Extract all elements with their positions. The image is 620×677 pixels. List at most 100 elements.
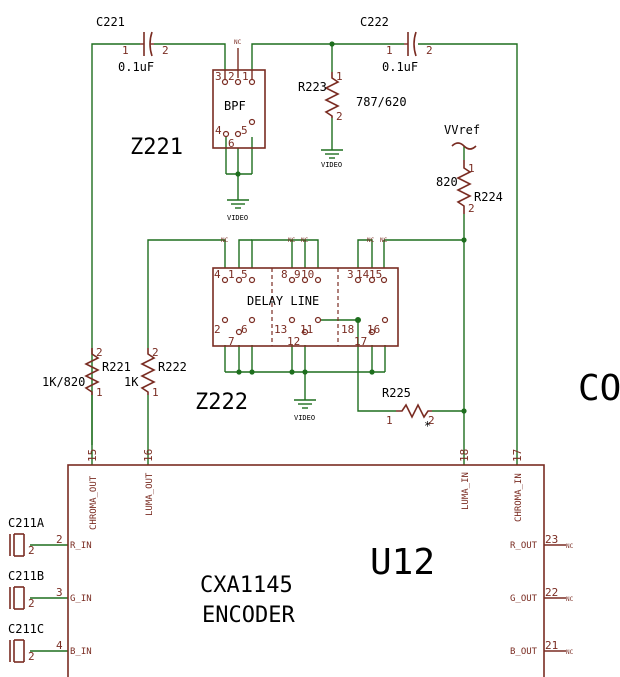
r221-ref: R221 bbox=[102, 360, 131, 374]
z222-pin: 15 bbox=[369, 268, 382, 281]
capacitor-c211c[interactable]: C211C 2 bbox=[8, 622, 44, 663]
video-net-label: VIDEO bbox=[227, 214, 248, 222]
u12-pin-name: B_IN bbox=[70, 647, 92, 657]
z222-pin: 12 bbox=[287, 335, 300, 348]
z222-ref: Z222 bbox=[195, 390, 248, 415]
r224-pin1: 1 bbox=[468, 162, 475, 175]
ground-video-z222: VIDEO bbox=[294, 399, 316, 422]
z222-pin: 11 bbox=[300, 323, 313, 336]
r225-mark: * bbox=[424, 419, 431, 433]
resistor-r224[interactable]: 820 R224 1 2 bbox=[436, 160, 503, 215]
c211b-pin2: 2 bbox=[28, 597, 35, 610]
z222-pin: 4 bbox=[214, 268, 221, 281]
ground-video-r223: VIDEO bbox=[321, 149, 343, 169]
c211a-pin2: 2 bbox=[28, 544, 35, 557]
vvref-label: VVref bbox=[444, 123, 480, 137]
r223-ref: R223 bbox=[298, 80, 327, 94]
c222-ref: C222 bbox=[360, 15, 389, 29]
z221-pin-2: 2 bbox=[228, 70, 235, 83]
u12-pin-name: G_OUT bbox=[510, 594, 538, 604]
z222-pin: 5 bbox=[241, 268, 248, 281]
u12-pin-name: LUMA_IN bbox=[461, 472, 471, 510]
z222-pin: 8 bbox=[281, 268, 288, 281]
z221-name: BPF bbox=[224, 99, 246, 113]
z222-pin: 13 bbox=[274, 323, 287, 336]
r225-pin2: 2 bbox=[428, 414, 435, 427]
c211c-pin2: 2 bbox=[28, 650, 35, 663]
ic-u12[interactable]: 15 CHROMA_OUT 16 LUMA_OUT 18 LUMA_IN 17 … bbox=[56, 449, 574, 677]
junction-dot bbox=[355, 317, 361, 323]
svg-text:NC: NC bbox=[221, 237, 229, 244]
c211b-ref: C211B bbox=[8, 569, 44, 583]
r223-value: 787/620 bbox=[356, 95, 407, 109]
z221-pin-3: 3 bbox=[215, 70, 222, 83]
z221-pin-5: 5 bbox=[241, 124, 248, 137]
ground-video-z221: VIDEO bbox=[227, 199, 249, 222]
capacitor-c222[interactable]: C222 0.1uF 1 2 bbox=[360, 15, 433, 74]
delay-line-z222[interactable]: NC NC NC NC NC 4 1 5 8 9 10 3 14 15 2 bbox=[195, 237, 399, 415]
u12-function: ENCODER bbox=[202, 603, 295, 628]
u12-part: CXA1145 bbox=[200, 573, 293, 598]
edge-clipped-text: CO bbox=[578, 368, 620, 409]
resistor-r222[interactable]: R222 1K 2 1 bbox=[124, 346, 187, 399]
r223-pin1: 1 bbox=[336, 70, 343, 83]
u12-pin-num: 2 bbox=[56, 533, 63, 546]
resistor-r221[interactable]: R221 1K/820 2 1 bbox=[42, 346, 131, 399]
junction-dot bbox=[329, 41, 335, 47]
video-net-label: VIDEO bbox=[321, 161, 342, 169]
c221-pin1: 1 bbox=[122, 44, 129, 57]
z222-pin: 3 bbox=[347, 268, 354, 281]
r225-pin1: 1 bbox=[386, 414, 393, 427]
z221-pin-6: 6 bbox=[228, 137, 235, 150]
nc-mark: NC bbox=[234, 39, 242, 46]
u12-pin-name: LUMA_OUT bbox=[145, 472, 155, 516]
z222-pin: 14 bbox=[356, 268, 370, 281]
junction-dot bbox=[236, 369, 242, 375]
c211c-ref: C211C bbox=[8, 622, 44, 636]
capacitor-c221[interactable]: C221 0.1uF 1 2 bbox=[96, 15, 169, 74]
u12-pin-num: 23 bbox=[545, 533, 558, 546]
u12-pin-num: 4 bbox=[56, 639, 63, 652]
junctions bbox=[235, 41, 467, 414]
z222-pin: 6 bbox=[241, 323, 248, 336]
junction-dot bbox=[289, 369, 295, 375]
z222-pin: 9 bbox=[294, 268, 301, 281]
junction-dot bbox=[369, 369, 375, 375]
resistor-r225[interactable]: R225 1 2 * bbox=[382, 386, 435, 433]
svg-text:NC: NC bbox=[566, 543, 574, 550]
u12-pin-name: R_IN bbox=[70, 541, 92, 551]
r221-pin1: 1 bbox=[96, 386, 103, 399]
u12-pin-num: 16 bbox=[142, 449, 155, 462]
power-vvref: VVref bbox=[444, 123, 480, 150]
r221-pin2: 2 bbox=[96, 346, 103, 359]
u12-pin-num: 18 bbox=[458, 449, 471, 462]
capacitor-c211b[interactable]: C211B 2 bbox=[8, 569, 44, 610]
u12-pin-name: R_OUT bbox=[510, 541, 538, 551]
u12-pin-name: B_OUT bbox=[510, 647, 538, 657]
r222-ref: R222 bbox=[158, 360, 187, 374]
z221-pin-1: 1 bbox=[242, 70, 249, 83]
u12-pin-num: 21 bbox=[545, 639, 558, 652]
r225-ref: R225 bbox=[382, 386, 411, 400]
c221-value: 0.1uF bbox=[118, 60, 154, 74]
r223-pin2: 2 bbox=[336, 110, 343, 123]
capacitor-c211a[interactable]: C211A 2 bbox=[8, 516, 45, 557]
filter-z221[interactable]: NC 3 2 1 4 5 6 BPF Z221 bbox=[130, 39, 266, 160]
r224-pin2: 2 bbox=[468, 202, 475, 215]
u12-pin-name: CHROMA_IN bbox=[514, 473, 524, 522]
z222-name: DELAY LINE bbox=[247, 294, 319, 308]
svg-text:NC: NC bbox=[566, 649, 574, 656]
svg-text:NC: NC bbox=[566, 596, 574, 603]
r222-value: 1K bbox=[124, 375, 139, 389]
c222-pin1: 1 bbox=[386, 44, 393, 57]
z222-pin: 18 bbox=[341, 323, 354, 336]
c211a-ref: C211A bbox=[8, 516, 45, 530]
r222-pin1: 1 bbox=[152, 386, 159, 399]
c221-pin2: 2 bbox=[162, 44, 169, 57]
z221-pin-4: 4 bbox=[215, 124, 222, 137]
z221-ref: Z221 bbox=[130, 135, 183, 160]
resistor-r223[interactable]: R223 787/620 1 2 bbox=[298, 70, 407, 123]
u12-pin-name: CHROMA_OUT bbox=[89, 475, 99, 530]
junction-dot bbox=[235, 171, 241, 177]
